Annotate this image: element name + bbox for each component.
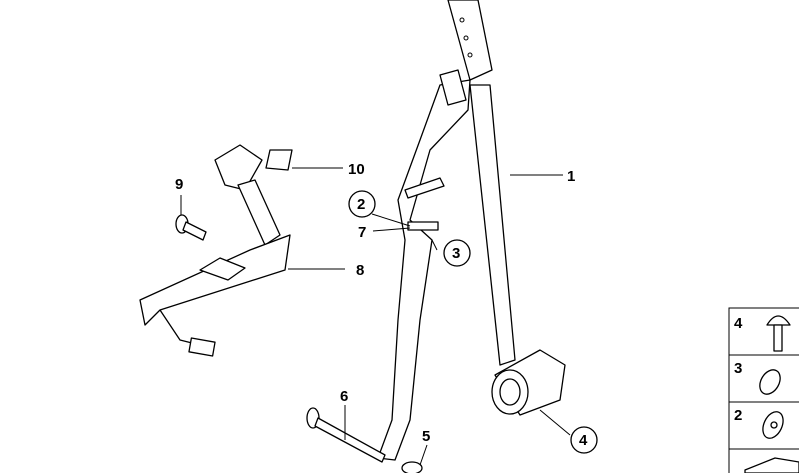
svg-text:2: 2	[734, 407, 742, 424]
screw-icon	[766, 315, 791, 352]
callout-4[interactable]: 4	[570, 426, 598, 454]
callout-9[interactable]: 9	[175, 176, 183, 193]
callout-8[interactable]: 8	[356, 262, 364, 279]
svg-text:7: 7	[358, 224, 366, 241]
belt-rail-part[interactable]	[447, 0, 493, 81]
bolt-part-9[interactable]	[175, 214, 207, 241]
svg-text:2: 2	[357, 196, 365, 213]
retractor-part[interactable]	[491, 349, 566, 416]
callout-6[interactable]: 6	[340, 388, 348, 405]
svg-text:1: 1	[567, 168, 575, 185]
belt-part-1[interactable]	[377, 69, 516, 461]
callout-7[interactable]: 7	[358, 224, 366, 241]
svg-text:9: 9	[175, 176, 183, 193]
svg-text:3: 3	[734, 360, 742, 377]
anchor-part-5[interactable]	[401, 461, 423, 473]
svg-text:4: 4	[734, 315, 743, 332]
callout-10[interactable]: 10	[348, 161, 365, 178]
legend-item-2[interactable]: 2	[734, 407, 787, 441]
parts-legend: 4 3 2	[728, 307, 799, 473]
svg-text:10: 10	[348, 161, 365, 178]
label-part-10[interactable]	[265, 149, 293, 171]
callout-1[interactable]: 1	[567, 168, 575, 185]
callout-2[interactable]: 2	[348, 190, 376, 218]
legend-item-4[interactable]: 4	[734, 315, 791, 352]
svg-text:5: 5	[422, 428, 430, 445]
legend-item-3[interactable]: 3	[734, 360, 784, 398]
cap-icon	[759, 369, 781, 395]
buckle-part[interactable]	[139, 144, 291, 357]
svg-text:4: 4	[579, 432, 588, 449]
svg-text:3: 3	[452, 245, 460, 262]
svg-text:8: 8	[356, 262, 364, 279]
washer-icon	[762, 411, 784, 439]
belt-stop-part-7[interactable]	[407, 221, 439, 231]
callout-3[interactable]: 3	[443, 239, 471, 267]
callout-5[interactable]: 5	[422, 428, 430, 445]
belt-guide-part[interactable]	[404, 177, 445, 199]
svg-text:6: 6	[340, 388, 348, 405]
bolt-part-6[interactable]	[306, 407, 386, 463]
